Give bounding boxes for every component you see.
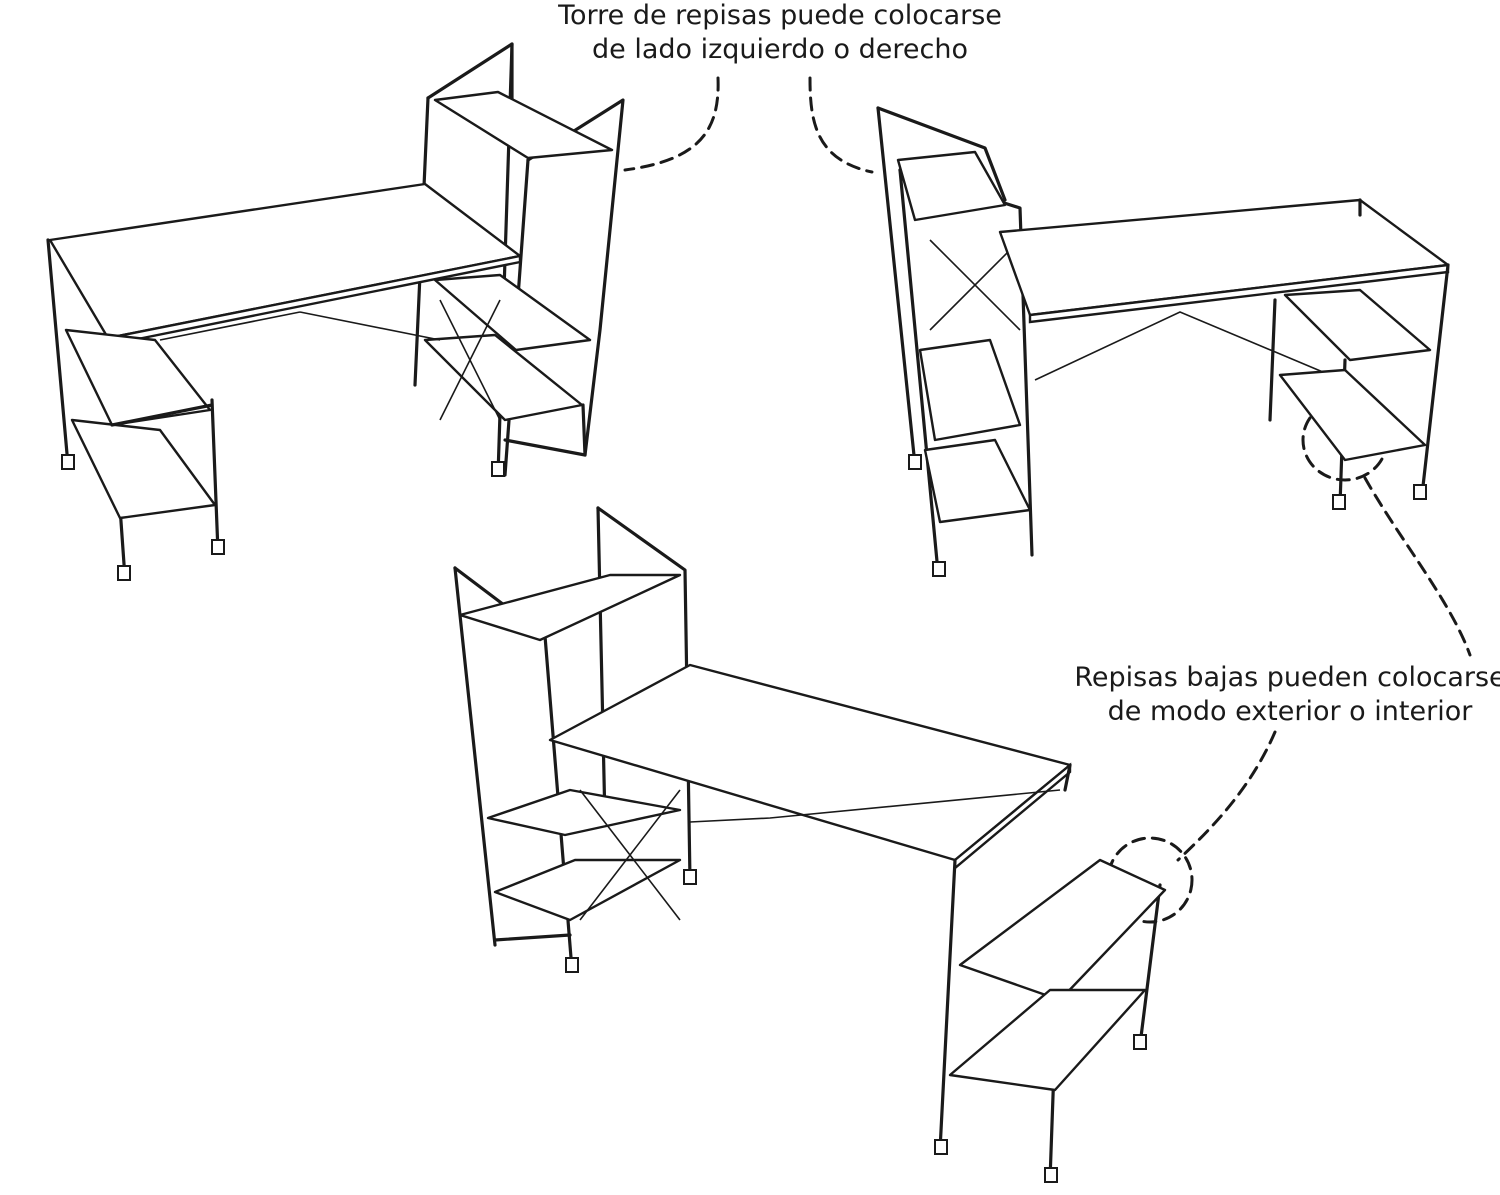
low-shelf-upper-3 [958,858,1167,1002]
tower-shelf-middle-2 [918,338,1022,442]
tower-leader-left [623,76,720,172]
shelves-callout-line-2: de modo exterior o interior [1108,696,1474,727]
tower-shelf-middle-3 [486,788,682,837]
desk-config-tower-left [876,106,1450,577]
desk-config-tower-right [46,42,625,581]
low-shelf-lower [70,418,217,520]
tower-shelf-top [433,90,614,160]
low-shelf-lower-2 [1278,368,1427,462]
shelves-callout-line-1: Repisas bajas pueden colocarse [1074,662,1500,693]
shelves-leader-top [1363,476,1472,657]
tower-callout-line-2: de lado izquierdo o derecho [592,34,968,65]
tower-shelf-bottom-2 [923,438,1032,524]
low-shelf-upper [64,328,212,427]
tower-shelf-middle [433,273,592,352]
low-shelf-lower-3 [948,988,1147,1092]
low-shelf-upper-2 [1283,288,1432,362]
tower-shelf-top-3 [458,573,682,642]
desk-config-bottom [453,506,1167,1183]
tower-shelf-bottom-3 [493,858,682,922]
tower-callout-line-1: Torre de repisas puede colocarse [557,0,1002,31]
tower-leader-right [808,76,874,174]
shelves-callout: Repisas bajas pueden colocarse de modo e… [1074,398,1500,924]
tower-callout: Torre de repisas puede colocarse de lado… [557,0,1002,174]
tower-shelf-bottom [423,333,584,422]
shelves-leader-bottom [1176,730,1277,862]
tower-shelf-top-2 [896,150,1007,222]
